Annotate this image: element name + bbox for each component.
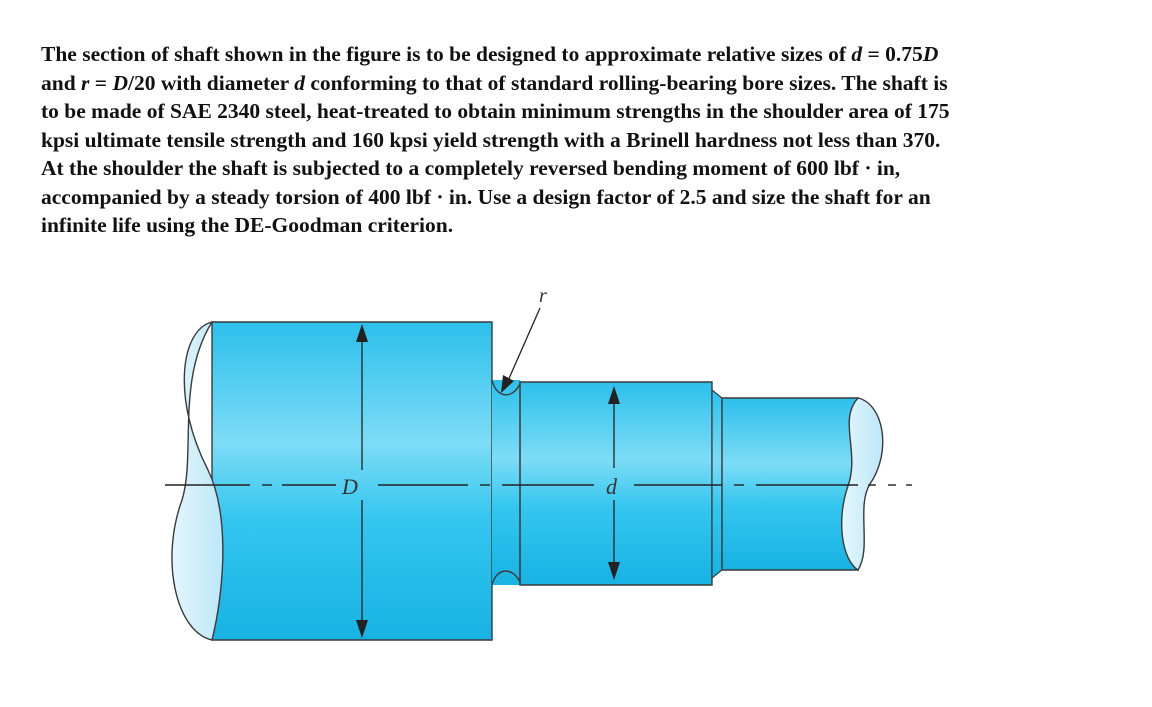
text-run: /20 with diameter [127,70,295,95]
var-d: d [294,70,305,95]
step-section [711,388,723,580]
radius-leader [501,307,541,393]
text-run: and [41,70,82,95]
label-r: r [539,285,547,307]
dimension-D [356,324,368,638]
fillet-groove [491,379,521,586]
large-shaft-section [171,320,493,641]
text-run: = 0.75 [862,42,923,66]
dimension-d [608,386,620,580]
text-run: conforming to that of standard rolling-b… [304,70,948,95]
label-D: D [341,474,358,499]
problem-line-7: infinite life using the DE-Goodman crite… [41,213,454,237]
problem-line-5: At the shoulder the shaft is subjected t… [41,156,901,180]
label-d: d [606,474,618,499]
small-shaft-section [519,381,713,586]
text-run: The section of shaft shown in the figure… [41,42,852,66]
problem-line-2: and r = D/20 with diameter d conforming … [41,69,1121,98]
var-D: D [112,70,128,95]
end-break-face [841,397,884,571]
problem-line-6: accompanied by a steady torsion of 400 l… [41,184,931,209]
problem-line-1: The section of shaft shown in the figure… [41,40,1121,69]
var-D: D [922,42,939,66]
problem-line-3: to be made of SAE 2340 steel, heat-treat… [41,99,950,123]
text-run: = [89,70,113,95]
break-face [171,320,224,641]
problem-statement: The section of shaft shown in the figure… [41,40,1121,240]
end-shaft-section [721,397,884,571]
problem-line-4: kpsi ultimate tensile strength and 160 k… [41,127,941,152]
var-r: r [81,70,90,95]
var-d: d [851,42,863,66]
